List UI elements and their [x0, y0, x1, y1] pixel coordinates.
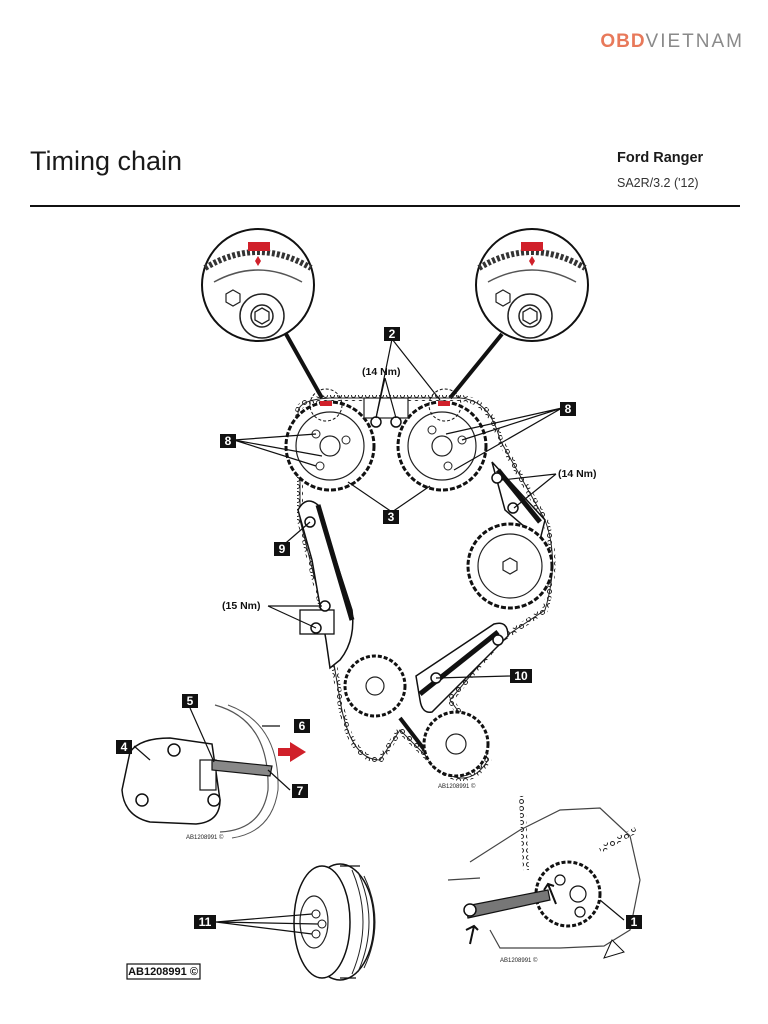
- svg-text:9: 9: [279, 542, 286, 556]
- svg-text:7: 7: [297, 784, 304, 798]
- crankshaft-sprocket: [343, 654, 407, 718]
- svg-text:4: 4: [121, 740, 128, 754]
- logo-vietnam: VIETNAM: [645, 31, 744, 52]
- logo-obd: OBD: [600, 31, 646, 52]
- svg-text:2: 2: [389, 327, 396, 341]
- engine-code: SA2R/3.2 ('12): [617, 176, 699, 190]
- oil-pump-sprocket: [422, 710, 490, 778]
- torque-right-guide: (14 Nm): [558, 468, 597, 480]
- ref-pulley: AB1208991 ©: [128, 966, 198, 978]
- callout-8-right: 8: [560, 402, 576, 416]
- svg-text:8: 8: [565, 402, 572, 416]
- timing-mark-dot-left: [255, 256, 261, 266]
- svg-text:5: 5: [187, 694, 194, 708]
- idler-sprocket: [466, 522, 554, 610]
- svg-text:11: 11: [199, 915, 212, 929]
- retaining-pin: [211, 759, 273, 777]
- svg-text:1: 1: [631, 915, 638, 929]
- brand-logo: OBDVIETNAM: [600, 20, 744, 64]
- detail-view-left: [201, 228, 315, 342]
- crankshaft-pulley-detail: 11 AB1208991 ©: [126, 863, 376, 981]
- callout-4: 4: [116, 740, 132, 754]
- leader-right: [448, 332, 504, 400]
- ref-tensioner: AB1208991 ©: [186, 834, 224, 841]
- detail-view-right: [475, 228, 589, 342]
- callout-3: 3: [383, 510, 399, 524]
- callout-11: 11: [194, 915, 216, 929]
- svg-text:3: 3: [388, 510, 395, 524]
- ref-main: AB1208991 ©: [438, 783, 476, 790]
- timing-mark-dot-right: [529, 256, 535, 266]
- header-divider: [30, 205, 740, 207]
- svg-text:10: 10: [514, 669, 528, 683]
- arrow-up-icon: [465, 924, 479, 945]
- callout-6: 6: [294, 719, 310, 733]
- mark-indicator-left: [309, 388, 343, 422]
- callout-9: 9: [274, 542, 290, 556]
- ref-pulley-box: AB1208991 ©: [126, 963, 201, 980]
- page-title: Timing chain: [30, 146, 183, 176]
- torque-upper-guide: (14 Nm): [362, 366, 401, 378]
- red-arrow-icon: [278, 742, 306, 762]
- mark-indicator-right: [428, 388, 462, 422]
- tensioner-detail: 5 4 6 7 AB1208991 ©: [116, 694, 310, 841]
- upper-chain-guide: [363, 397, 409, 419]
- vehicle-model: Ford Ranger: [617, 150, 704, 166]
- leader-left: [284, 333, 324, 399]
- callout-8-left: 8: [220, 434, 236, 448]
- camshaft-sprocket-left: [284, 400, 376, 492]
- svg-text:6: 6: [299, 719, 306, 733]
- callout-5: 5: [182, 694, 198, 708]
- camshaft-sprocket-right: [396, 400, 488, 492]
- ref-locking: AB1208991 ©: [500, 957, 538, 964]
- callout-1: 1: [626, 915, 642, 929]
- locking-tool-detail: 1 AB1208991 ©: [447, 795, 642, 964]
- logo-text: OBDVIETNAM: [600, 31, 744, 53]
- callout-10: 10: [510, 669, 532, 683]
- main-chain-assembly: 2 3 8 8 9 10 (14 Nm) (14 Nm) (15 Nm) AB1…: [220, 327, 597, 790]
- callout-2: 2: [384, 327, 400, 341]
- arrow-icon: [543, 882, 557, 905]
- torque-left-guide: (15 Nm): [222, 600, 261, 612]
- timing-mark-link-left: [248, 242, 270, 251]
- svg-text:8: 8: [225, 434, 232, 448]
- timing-mark-link-right: [521, 242, 543, 251]
- callout-7: 7: [292, 784, 308, 798]
